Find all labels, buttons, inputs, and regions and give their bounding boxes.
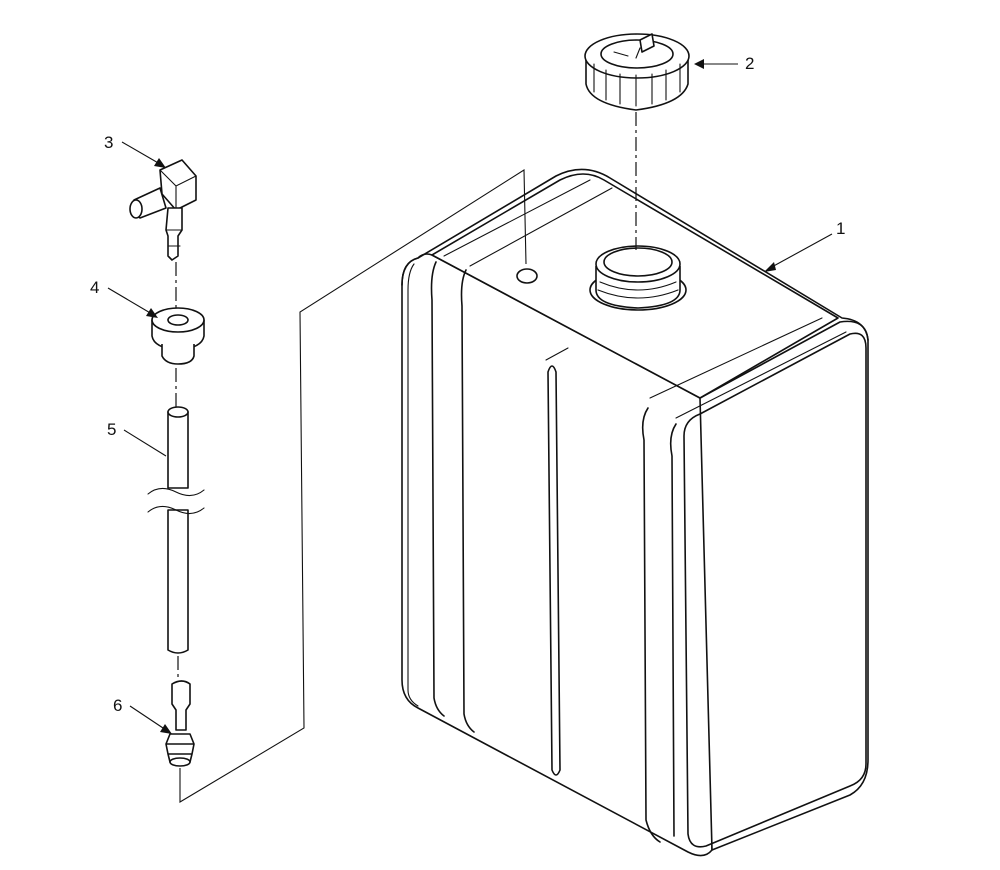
strainer-fitting	[165, 680, 195, 767]
grommet	[151, 307, 205, 365]
elbow-fitting	[129, 159, 197, 261]
parts-centerline	[175, 262, 179, 682]
reservoir-tank	[401, 168, 869, 857]
suction-tube	[147, 406, 205, 654]
callout-6: 6	[113, 696, 122, 715]
callout-leaders	[107, 59, 833, 734]
callout-5: 5	[107, 420, 116, 439]
callout-1: 1	[836, 219, 845, 238]
callout-3: 3	[104, 133, 113, 152]
callout-4: 4	[90, 278, 99, 297]
filler-cap	[584, 33, 690, 111]
assembly-path	[179, 169, 527, 803]
callout-2: 2	[745, 54, 754, 73]
